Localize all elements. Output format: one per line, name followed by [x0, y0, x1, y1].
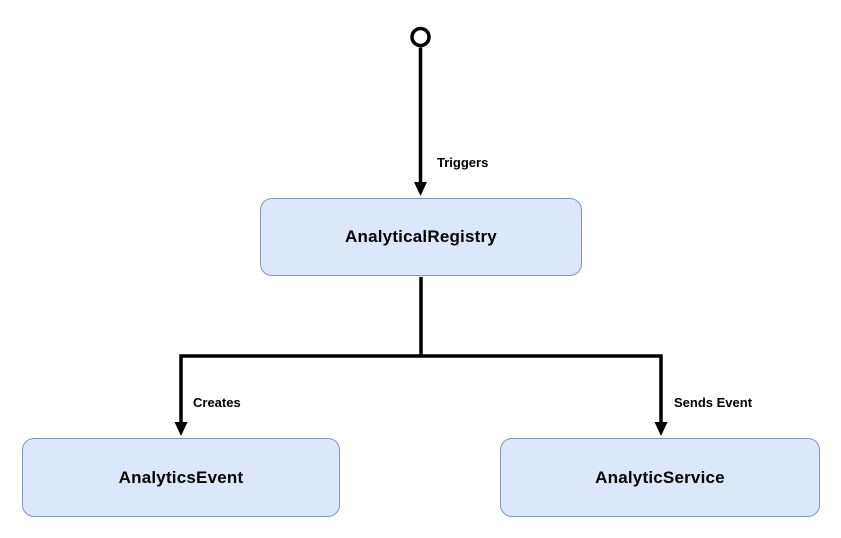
node-analytic-service-label: AnalyticService: [595, 467, 725, 487]
arrowhead-triggers-icon: [414, 182, 427, 196]
node-analytic-service[interactable]: AnalyticService: [500, 438, 820, 517]
arrowhead-creates-icon: [174, 422, 188, 436]
node-analytics-event[interactable]: AnalyticsEvent: [22, 438, 340, 517]
edge-label-creates: Creates: [193, 395, 241, 410]
edge-label-sends-event: Sends Event: [674, 395, 753, 410]
edge-label-triggers: Triggers: [437, 155, 489, 170]
node-analytics-event-label: AnalyticsEvent: [118, 467, 244, 487]
connector-branch-line: [179, 277, 663, 424]
initial-node-icon: [410, 26, 431, 48]
arrowhead-sends-event-icon: [654, 422, 668, 436]
node-analytical-registry-label: AnalyticalRegistry: [345, 227, 497, 246]
node-analytical-registry[interactable]: AnalyticalRegistry: [260, 198, 582, 276]
